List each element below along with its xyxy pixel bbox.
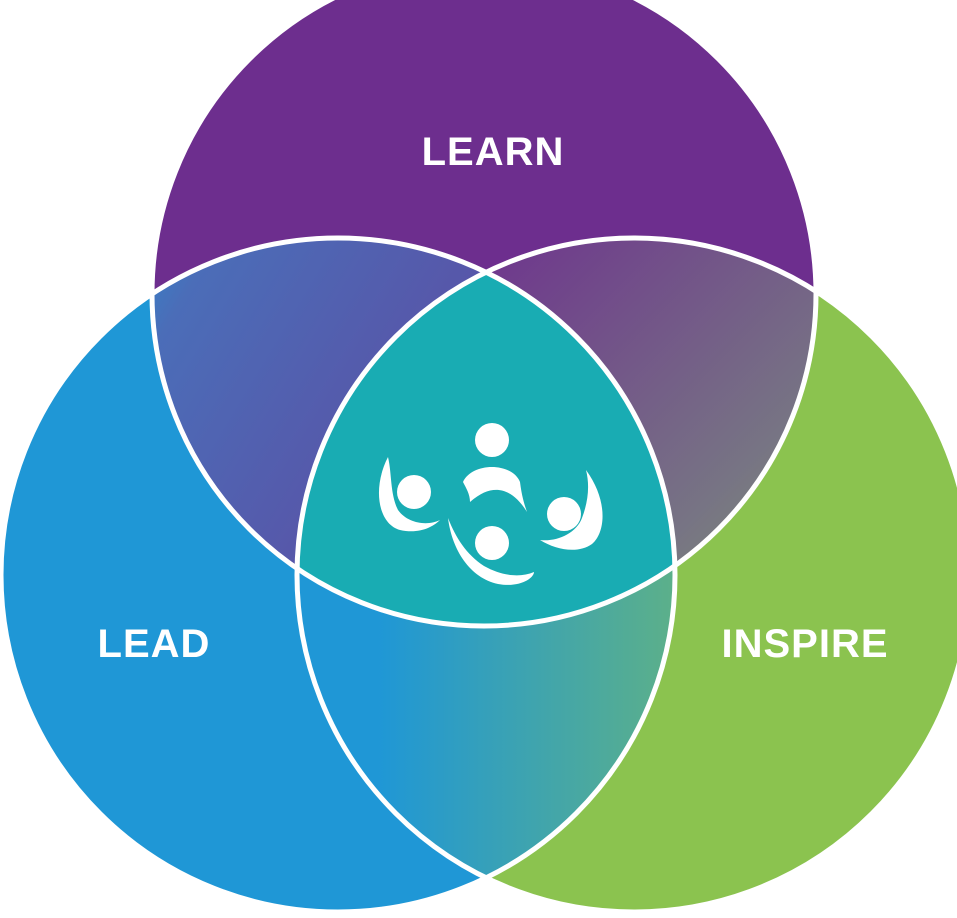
person-body-bottom — [448, 518, 534, 585]
overlap-center — [297, 238, 675, 626]
label-inspire: INSPIRE — [721, 622, 888, 666]
person-body-top — [463, 467, 527, 512]
person-body-left — [378, 457, 440, 532]
label-learn: LEARN — [422, 130, 565, 174]
outline-inspire — [294, 235, 957, 915]
label-lead: LEAD — [98, 622, 211, 666]
outline-lead — [0, 235, 678, 915]
three-people-circle-icon — [378, 423, 603, 585]
person-head-bottom — [475, 526, 509, 560]
person-head-top — [475, 423, 509, 457]
person-body-right — [540, 470, 603, 550]
person-head-right — [547, 497, 581, 531]
person-head-left — [397, 475, 431, 509]
